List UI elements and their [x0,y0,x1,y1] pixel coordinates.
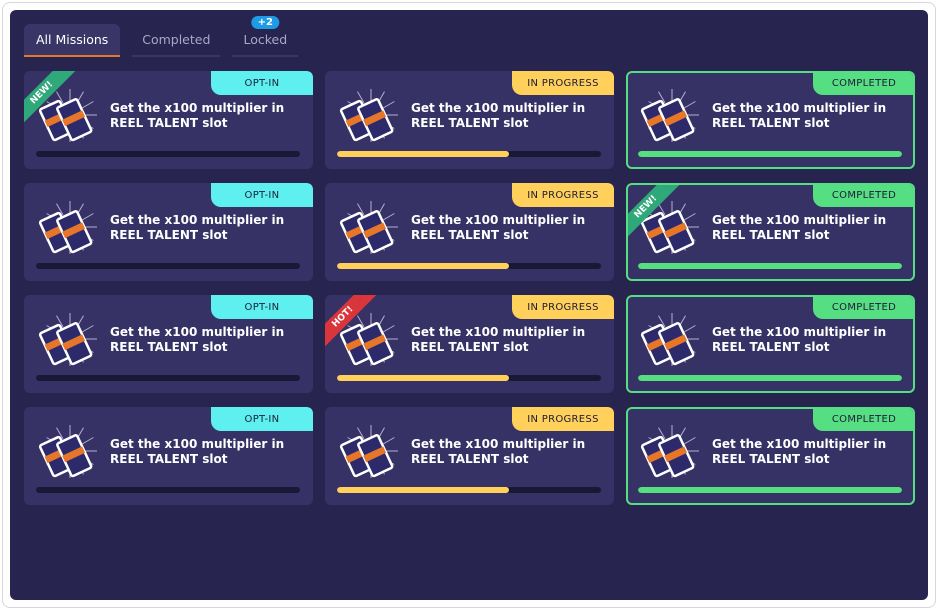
progress-fill [638,375,902,381]
cash-bundle-icon [38,88,98,145]
mission-title: Get the x100 multiplier in REEL TALENT s… [411,437,586,466]
cash-bundle-icon [339,312,399,369]
status-badge: IN PROGRESS [512,407,614,431]
mission-title: Get the x100 multiplier in REEL TALENT s… [110,437,285,466]
progress-bar [337,263,601,269]
mission-card[interactable]: COMPLETED Get the x100 multiplier in REE… [626,407,915,505]
progress-bar [36,151,300,157]
cash-bundle-icon [339,88,399,145]
cash-bundle-icon [38,312,98,369]
progress-fill [337,151,509,157]
progress-fill [337,375,509,381]
mission-card[interactable]: IN PROGRESS Get the x100 multiplier in R… [325,183,614,281]
cash-bundle-icon [640,312,700,369]
progress-bar [337,487,601,493]
mission-card[interactable]: NEW! COMPLETED Get the x100 multiplier i… [626,183,915,281]
status-badge: COMPLETED [813,185,913,207]
status-badge: IN PROGRESS [512,183,614,207]
cash-bundle-icon [640,200,700,257]
status-badge: COMPLETED [813,73,913,95]
tab-label: All Missions [36,32,109,47]
missions-grid: NEW! OPT-IN Get the x100 multiplier in R… [24,71,915,505]
status-badge: OPT-IN [211,295,313,319]
progress-bar [337,375,601,381]
mission-title: Get the x100 multiplier in REEL TALENT s… [110,325,285,354]
status-badge: COMPLETED [813,409,913,431]
mission-card[interactable]: OPT-IN Get the x100 multiplier in REEL T… [24,295,313,393]
progress-bar [638,487,902,493]
status-badge: OPT-IN [211,183,313,207]
mission-title: Get the x100 multiplier in REEL TALENT s… [411,101,586,130]
status-badge: COMPLETED [813,297,913,319]
cash-bundle-icon [38,200,98,257]
mission-card[interactable]: OPT-IN Get the x100 multiplier in REEL T… [24,407,313,505]
progress-fill [638,151,902,157]
progress-bar [36,263,300,269]
status-badge: OPT-IN [211,407,313,431]
mission-title: Get the x100 multiplier in REEL TALENT s… [411,325,586,354]
mission-title: Get the x100 multiplier in REEL TALENT s… [712,101,887,130]
mission-title: Get the x100 multiplier in REEL TALENT s… [712,325,887,354]
mission-card[interactable]: IN PROGRESS Get the x100 multiplier in R… [325,407,614,505]
locked-count-badge: +2 [251,16,279,29]
mission-title: Get the x100 multiplier in REEL TALENT s… [110,101,285,130]
progress-fill [638,487,902,493]
mission-title: Get the x100 multiplier in REEL TALENT s… [110,213,285,242]
mission-card[interactable]: IN PROGRESS Get the x100 multiplier in R… [325,71,614,169]
mission-card[interactable]: COMPLETED Get the x100 multiplier in REE… [626,295,915,393]
cash-bundle-icon [640,88,700,145]
tab-label: Locked [243,32,288,47]
progress-bar [36,487,300,493]
progress-bar [337,151,601,157]
mission-card[interactable]: NEW! OPT-IN Get the x100 multiplier in R… [24,71,313,169]
tab-completed[interactable]: Completed [132,24,221,57]
mission-card[interactable]: OPT-IN Get the x100 multiplier in REEL T… [24,183,313,281]
status-badge: IN PROGRESS [512,295,614,319]
progress-bar [638,151,902,157]
cash-bundle-icon [339,200,399,257]
progress-bar [638,263,902,269]
progress-bar [638,375,902,381]
mission-title: Get the x100 multiplier in REEL TALENT s… [712,213,887,242]
progress-fill [638,263,902,269]
progress-bar [36,375,300,381]
status-badge: IN PROGRESS [512,71,614,95]
progress-fill [337,487,509,493]
mission-card[interactable]: COMPLETED Get the x100 multiplier in REE… [626,71,915,169]
mission-title: Get the x100 multiplier in REEL TALENT s… [712,437,887,466]
tab-label: Completed [142,32,211,47]
cash-bundle-icon [640,424,700,481]
mission-title: Get the x100 multiplier in REEL TALENT s… [411,213,586,242]
mission-card[interactable]: HOT! IN PROGRESS Get the x100 multiplier… [325,295,614,393]
cash-bundle-icon [38,424,98,481]
tab-all-missions[interactable]: All Missions [24,24,121,57]
cash-bundle-icon [339,424,399,481]
status-badge: OPT-IN [211,71,313,95]
progress-fill [337,263,509,269]
